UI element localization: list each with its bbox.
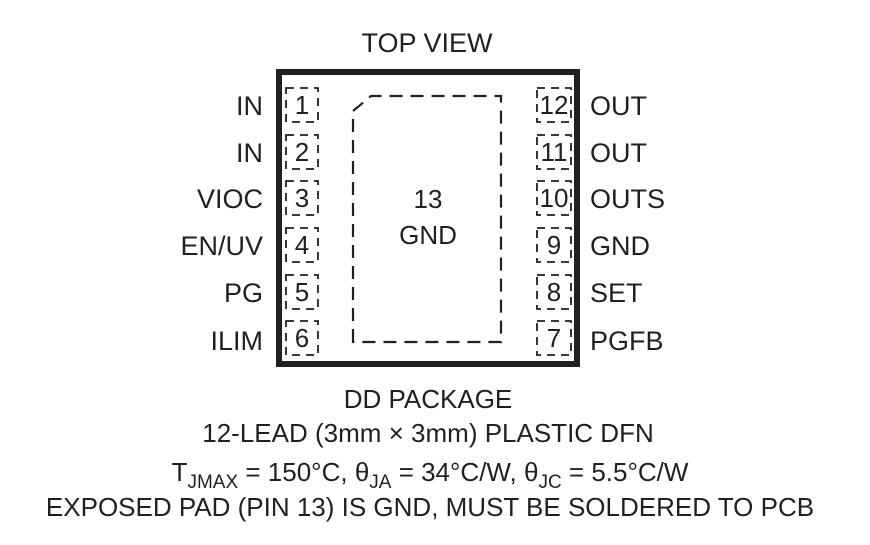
exposed-pad-number: 13 <box>414 184 443 214</box>
pin-pad <box>285 180 319 216</box>
theta-jc-subscript: JC <box>538 472 561 493</box>
pin-number: 11 <box>541 137 568 167</box>
pin-pad <box>285 320 319 356</box>
pin-10: 10 OUTS <box>536 180 665 216</box>
pin-label: ILIM <box>210 326 263 356</box>
pin-label: GND <box>590 231 650 261</box>
thermal-specs: TJMAX = 150°C, θJA = 34°C/W, θJC = 5.5°C… <box>172 457 689 493</box>
theta-ja-subscript: JA <box>369 472 392 493</box>
pin-number: 7 <box>547 323 561 353</box>
pin-7: 7 PGFB <box>536 320 664 356</box>
pin-label: PGFB <box>590 326 664 356</box>
pin-pad <box>285 227 319 263</box>
pin-label: VIOC <box>197 184 263 214</box>
pin-number: 3 <box>295 183 309 213</box>
pin-pad <box>536 320 572 356</box>
theta-jc-value: = 5.5°C/W <box>562 457 689 487</box>
pin-number: 12 <box>540 90 569 120</box>
pin-11: 11 OUT <box>536 134 647 170</box>
pin-pad <box>285 274 319 310</box>
tjmax-symbol: T <box>172 457 188 487</box>
pin-number: 2 <box>295 137 309 167</box>
pin-pad <box>285 87 319 123</box>
pin-pad <box>536 134 572 170</box>
pin-pad <box>536 274 572 310</box>
pin-6: 6 ILIM <box>210 320 319 356</box>
pin-label: PG <box>224 278 263 308</box>
pin-label: OUT <box>590 138 647 168</box>
pin-number: 1 <box>295 90 309 120</box>
pin-label: IN <box>236 138 263 168</box>
pin-label: SET <box>590 278 643 308</box>
tjmax-subscript: JMAX <box>187 472 238 493</box>
pin-2: 2 IN <box>236 134 319 170</box>
pin-4: 4 EN/UV <box>180 227 319 263</box>
theta-jc-symbol: θ <box>524 457 538 487</box>
pin-number: 6 <box>295 323 309 353</box>
package-description: 12-LEAD (3mm × 3mm) PLASTIC DFN <box>202 418 653 448</box>
pin-number: 9 <box>547 230 561 260</box>
right-pin-group: 12 OUT 11 OUT 10 OUTS 9 GND 8 SET 7 PGFB <box>536 87 665 356</box>
pin-number: 8 <box>547 277 561 307</box>
pin-5: 5 PG <box>224 274 319 310</box>
pin-label: OUT <box>590 91 647 121</box>
pin-pad <box>536 180 572 216</box>
exposed-pad-outline <box>351 94 503 344</box>
exposed-pad-note: EXPOSED PAD (PIN 13) IS GND, MUST BE SOL… <box>46 492 814 522</box>
pin-pad <box>536 87 572 123</box>
pin-number: 4 <box>295 230 309 260</box>
exposed-pad-label: GND <box>399 220 457 250</box>
pin-1: 1 IN <box>236 87 319 123</box>
theta-ja-symbol: θ <box>355 457 369 487</box>
pin-number: 5 <box>295 277 309 307</box>
pin-pad <box>536 227 572 263</box>
left-pin-group: 1 IN 2 IN 3 VIOC 4 EN/UV 5 PG 6 ILIM <box>180 87 319 356</box>
pin-label: EN/UV <box>180 231 263 261</box>
package-outline <box>276 69 580 367</box>
pin-number: 10 <box>540 183 569 213</box>
package-name: DD PACKAGE <box>344 384 513 414</box>
theta-ja-value: = 34°C/W, <box>391 457 524 487</box>
pin-pad <box>285 134 319 170</box>
pin-9: 9 GND <box>536 227 650 263</box>
tjmax-value: = 150°C, <box>238 457 355 487</box>
pin-label: OUTS <box>590 184 665 214</box>
pin-label: IN <box>236 91 263 121</box>
pin-8: 8 SET <box>536 274 643 310</box>
pin-3: 3 VIOC <box>197 180 319 216</box>
pin-12: 12 OUT <box>536 87 647 123</box>
view-title: TOP VIEW <box>361 28 493 58</box>
